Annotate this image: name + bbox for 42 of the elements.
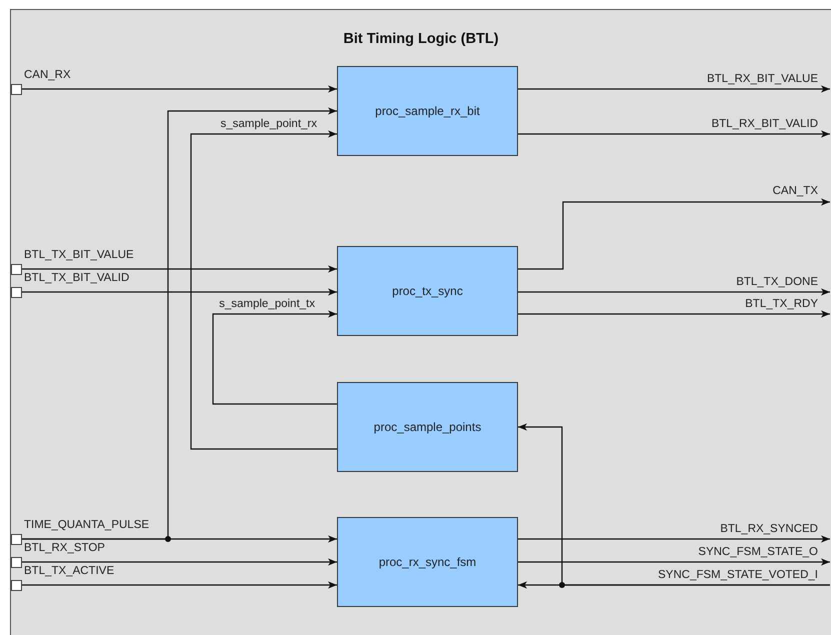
port-label: BTL_TX_ACTIVE	[24, 564, 114, 578]
signal-arrow	[190, 130, 337, 450]
signal-arrow	[22, 558, 337, 566]
process-name: proc_tx_sync	[392, 284, 463, 298]
process-box	[337, 66, 518, 156]
process-name: proc_rx_sync_fsm	[378, 555, 476, 569]
process-box	[337, 246, 518, 336]
signal-label: BTL_TX_DONE	[736, 276, 818, 289]
module-frame	[10, 9, 831, 635]
process-name: proc_sample_points	[374, 420, 482, 434]
signal-arrow	[212, 310, 337, 405]
signal-label: s_sample_point_tx	[219, 298, 315, 311]
signal-label: CAN_TX	[772, 185, 818, 198]
signal-arrow	[518, 558, 830, 566]
signal-arrow	[518, 288, 830, 296]
signal-label: SYNC_FSM_STATE_VOTED_I	[658, 569, 818, 582]
module-heading: Bit Timing Logic (BTL)	[342, 31, 500, 47]
signal-arrow	[22, 581, 337, 589]
signal-label: BTL_TX_RDY	[745, 298, 818, 311]
signal-arrow	[22, 85, 337, 93]
signal-arrow	[518, 85, 830, 93]
process-box	[337, 517, 518, 607]
signal-arrow	[518, 310, 830, 318]
signal-label: BTL_RX_BIT_VALUE	[706, 73, 818, 86]
signal-arrow	[22, 265, 337, 273]
signal-label: BTL_RX_BIT_VALID	[711, 118, 818, 131]
signal-arrow	[518, 198, 830, 270]
signal-label: SYNC_FSM_STATE_O	[698, 546, 818, 559]
signal-arrow	[518, 423, 830, 586]
signal-label: s_sample_point_rx	[220, 118, 317, 131]
port-label: BTL_RX_STOP	[24, 542, 105, 554]
port-label: CAN_RX	[24, 68, 71, 82]
signal-arrow	[518, 535, 830, 543]
port-label: BTL_TX_BIT_VALUE	[24, 248, 134, 262]
port-label: BTL_TX_BIT_VALID	[24, 272, 130, 284]
process-box	[337, 382, 518, 472]
port-label: TIME_QUANTA_PULSE	[24, 518, 150, 532]
signal-arrow	[22, 535, 337, 543]
signal-arrow	[22, 288, 337, 296]
signal-label: BTL_RX_SYNCED	[720, 523, 818, 536]
signal-arrow	[518, 130, 830, 138]
process-name: proc_sample_rx_bit	[375, 104, 480, 118]
